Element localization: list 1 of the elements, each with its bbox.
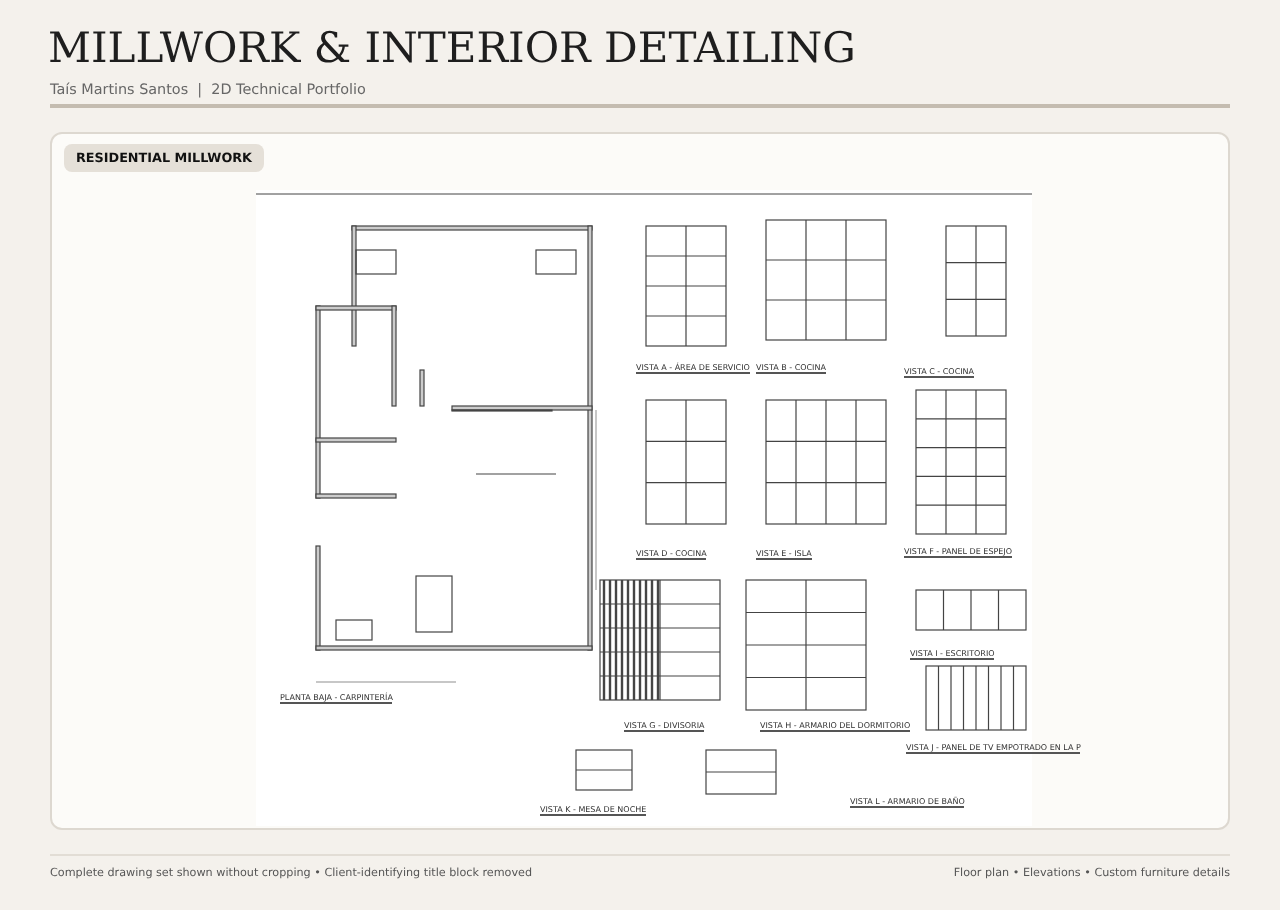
page-title: MILLWORK & INTERIOR DETAILING: [48, 24, 856, 72]
